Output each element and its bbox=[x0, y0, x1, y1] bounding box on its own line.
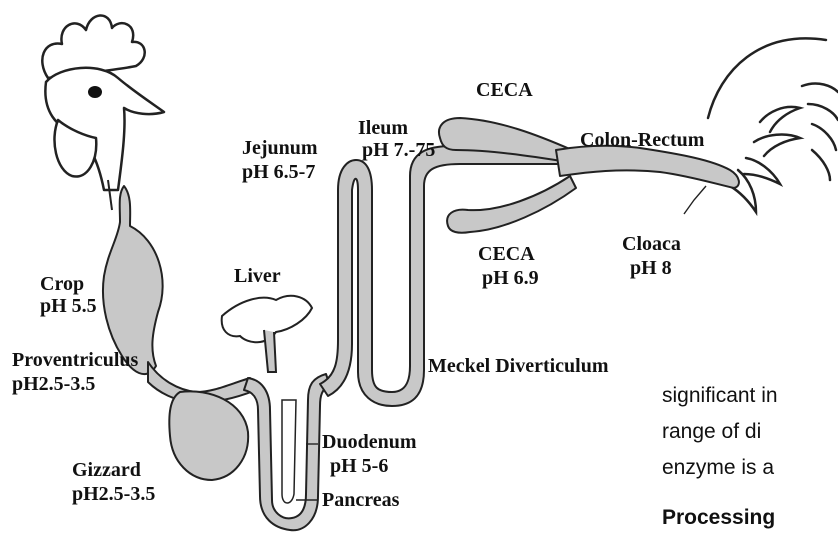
rooster-head bbox=[42, 15, 164, 190]
duodenum-ph: pH 5-6 bbox=[330, 456, 388, 477]
liver-label: Liver bbox=[234, 266, 281, 287]
duodenum-label: Duodenum bbox=[322, 432, 416, 453]
proventriculus-ph: pH2.5-3.5 bbox=[12, 374, 95, 395]
digestive-tract bbox=[103, 118, 739, 530]
colon-rectum-shape bbox=[556, 146, 739, 188]
ileum-ph: pH 7.-75 bbox=[362, 140, 435, 161]
liver bbox=[222, 296, 312, 372]
ceca-top-label: CECA bbox=[476, 80, 533, 101]
ceca-bottom-shape bbox=[447, 176, 576, 233]
cloaca-label: Cloaca bbox=[622, 234, 681, 255]
ileum-label: Ileum bbox=[358, 118, 408, 139]
side-text-line-3: enzyme is a bbox=[662, 456, 774, 480]
gizzard-label: Gizzard bbox=[72, 460, 141, 481]
side-text-line-2: range of di bbox=[662, 420, 761, 444]
meckel-diverticulum-label: Meckel Diverticulum bbox=[428, 356, 609, 377]
crop-ph: pH 5.5 bbox=[40, 296, 97, 317]
gizzard-ph: pH2.5-3.5 bbox=[72, 484, 155, 505]
crop-shape bbox=[103, 186, 163, 374]
colon-rectum-label: Colon-Rectum bbox=[580, 130, 704, 151]
jejunum-ph: pH 6.5-7 bbox=[242, 162, 315, 183]
gizzard-shape bbox=[169, 391, 248, 480]
cloaca-ph: pH 8 bbox=[630, 258, 672, 279]
crop-label: Crop bbox=[40, 274, 84, 295]
pancreas-shape bbox=[282, 400, 296, 503]
side-text-line-1: significant in bbox=[662, 384, 778, 408]
pancreas-label: Pancreas bbox=[322, 490, 399, 511]
eye bbox=[88, 86, 102, 98]
proventriculus-label: Proventriculus bbox=[12, 350, 138, 371]
side-text-heading: Processing bbox=[662, 506, 775, 530]
ceca-bottom-label: CECA bbox=[478, 244, 535, 265]
ceca-bottom-ph: pH 6.9 bbox=[482, 268, 539, 289]
jejunum-label: Jejunum bbox=[242, 138, 318, 159]
